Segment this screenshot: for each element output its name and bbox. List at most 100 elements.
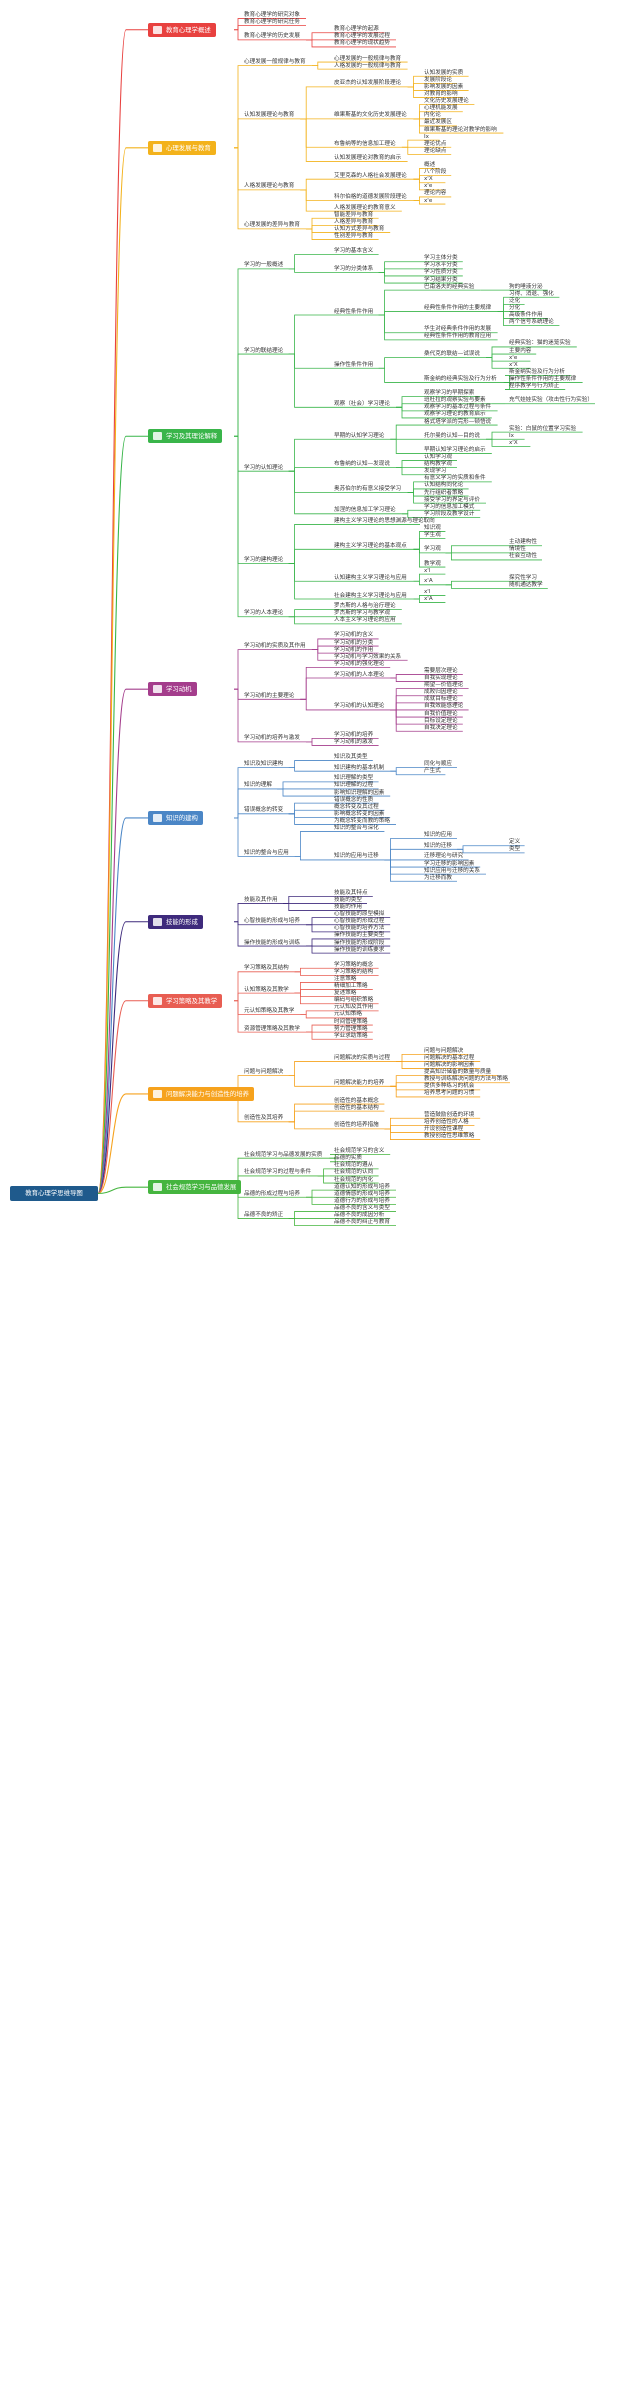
- mindmap-node-level-3[interactable]: 知识建构的基本机制: [334, 764, 385, 771]
- mindmap-node-level-4[interactable]: 教学观: [424, 560, 441, 567]
- mindmap-node-level-3[interactable]: 学习动机的人本理论: [334, 671, 385, 678]
- mindmap-node-level-4[interactable]: 八个阶段: [424, 169, 447, 176]
- mindmap-node-level-4[interactable]: 学习性质分类: [424, 269, 458, 276]
- mindmap-node-level-3[interactable]: 经典性条件作用: [334, 308, 374, 315]
- mindmap-node-level-2[interactable]: 教育心理学的历史发展: [244, 33, 300, 40]
- mindmap-node-level-3[interactable]: 道德行为的形成与培养: [334, 1197, 390, 1204]
- mindmap-node-level-3[interactable]: 影响知识理解的因素: [334, 789, 385, 796]
- mindmap-node-level-3[interactable]: 学习的分类体系: [334, 265, 374, 272]
- mindmap-node-level-3[interactable]: 影响概念转变的因素: [334, 810, 385, 817]
- mindmap-node-level-4[interactable]: 维果斯基的理论对教学的影响: [424, 126, 497, 133]
- mindmap-node-level-2[interactable]: 品德不良的矫正: [244, 1212, 284, 1219]
- mindmap-node-level-4[interactable]: x'A: [424, 578, 433, 585]
- mindmap-node-level-5[interactable]: 分化: [509, 304, 521, 311]
- mindmap-node-level-3[interactable]: 社会规范的内化: [334, 1176, 374, 1183]
- mindmap-node-level-4[interactable]: 学习主体分类: [424, 255, 458, 262]
- mindmap-node-level-3[interactable]: 布鲁纳的认知—发现说: [334, 461, 390, 468]
- mindmap-node-level-5[interactable]: 高级条件作用: [509, 312, 543, 319]
- mindmap-node-level-3[interactable]: 学习的基本含义: [334, 248, 374, 255]
- mindmap-node-level-2[interactable]: 学习的认知理论: [244, 464, 284, 471]
- mindmap-node-level-4[interactable]: 知识的应用: [424, 832, 452, 839]
- mindmap-node-level-4[interactable]: 对教育的影响: [424, 91, 458, 98]
- mindmap-node-level-4[interactable]: 巴甫洛夫的经典实验: [424, 283, 475, 290]
- mindmap-node-level-4[interactable]: Ix: [424, 133, 429, 140]
- mindmap-node-level-3[interactable]: 观察（社会）学习理论: [334, 400, 390, 407]
- mindmap-node-level-4[interactable]: 提高知识储备的数量与质量: [424, 1069, 492, 1076]
- mindmap-node-level-5[interactable]: 充气娃娃实验（攻击性行为实验）: [509, 397, 593, 404]
- mindmap-node-level-4[interactable]: 观察学习的基本过程与条件: [424, 404, 492, 411]
- mindmap-node-level-3[interactable]: 学习动机的作用: [334, 646, 374, 653]
- mindmap-node-level-4[interactable]: 营造鼓励创造的环境: [424, 1111, 475, 1118]
- mindmap-node-level-3[interactable]: 奥苏伯尔的有意义接受学习: [334, 486, 402, 492]
- mindmap-node-level-5[interactable]: 斯金纳实验及行为分析: [509, 368, 565, 375]
- mindmap-node-level-3[interactable]: 认知建构主义学习理论与应用: [334, 574, 407, 581]
- mindmap-node-level-4[interactable]: 提供多种练习的机会: [424, 1083, 475, 1090]
- mindmap-node-level-4[interactable]: x'X: [424, 176, 433, 183]
- mindmap-node-level-4[interactable]: x'e: [424, 183, 433, 190]
- mindmap-node-level-4[interactable]: 心理机能发展: [424, 105, 458, 112]
- mindmap-node-level-4[interactable]: x'l: [424, 567, 431, 574]
- mindmap-node-level-2[interactable]: 学习动机的培养与激发: [244, 735, 300, 742]
- mindmap-node-level-3[interactable]: 认知发展理论对教育的启示: [334, 154, 402, 161]
- mindmap-node-level-4[interactable]: 知识的迁移: [424, 842, 452, 849]
- mindmap-node-level-2[interactable]: 学习的人本理论: [244, 610, 284, 617]
- mindmap-node-level-2[interactable]: 心智技能的形成与培养: [244, 918, 300, 925]
- mindmap-node-level-3[interactable]: 罗杰斯的学习与教学观: [334, 610, 390, 617]
- mindmap-node-level-5[interactable]: x'X: [509, 439, 518, 446]
- mindmap-node-level-3[interactable]: 元认知策略: [334, 1011, 362, 1018]
- mindmap-node-level-4[interactable]: 理论优点: [424, 140, 447, 147]
- mindmap-node-level-4[interactable]: 成败归因理论: [424, 689, 458, 696]
- mindmap-node-level-4[interactable]: 格式塔学派的完形—顿悟说: [424, 418, 492, 425]
- mindmap-node-level-5[interactable]: 随机通达教学: [509, 581, 543, 588]
- mindmap-node-level-4[interactable]: 目标设定理论: [424, 717, 458, 724]
- mindmap-node-level-2[interactable]: 知识及知识建构: [244, 761, 284, 768]
- mindmap-node-level-3[interactable]: 技能的类型: [334, 896, 362, 903]
- mindmap-node-level-3[interactable]: 人格发展的一般规律与教育: [334, 62, 402, 69]
- mindmap-node-level-3[interactable]: 加涅的信息加工学习理论: [334, 507, 396, 514]
- mindmap-node-level-4[interactable]: 发现学习: [424, 468, 447, 475]
- mindmap-node-level-3[interactable]: 品德的实质: [334, 1155, 362, 1162]
- branch-node[interactable]: 学习及其理论解释: [148, 429, 223, 444]
- mindmap-node-level-3[interactable]: 教育心理学的起源: [334, 26, 379, 33]
- mindmap-node-level-2[interactable]: 知识的整合与应用: [244, 849, 289, 856]
- mindmap-node-level-4[interactable]: 自我实现理论: [424, 675, 458, 682]
- branch-node[interactable]: 学习动机: [148, 682, 197, 697]
- mindmap-node-level-4[interactable]: 概述: [424, 162, 436, 169]
- mindmap-node-level-3[interactable]: 技能的作用: [334, 904, 362, 911]
- mindmap-node-level-4[interactable]: 自我价值理论: [424, 710, 458, 717]
- mindmap-node-level-3[interactable]: 学业求助策略: [334, 1032, 368, 1039]
- mindmap-node-level-2[interactable]: 元认知策略及其教学: [244, 1007, 295, 1014]
- mindmap-node-level-3[interactable]: 学习策略的概念: [334, 961, 374, 968]
- mindmap-node-level-2[interactable]: 学习的建构理论: [244, 557, 284, 563]
- mindmap-node-level-3[interactable]: 早期的认知学习理论: [334, 432, 385, 439]
- mindmap-node-level-3[interactable]: 心智技能的原型模拟: [334, 911, 385, 918]
- mindmap-node-level-3[interactable]: 道德情感的形成与培养: [334, 1190, 390, 1197]
- mindmap-node-level-2[interactable]: 操作技能的形成与训练: [244, 939, 300, 946]
- mindmap-node-level-2[interactable]: 品德的形成过程与培养: [244, 1190, 300, 1197]
- mindmap-node-level-3[interactable]: 知识理解的过程: [334, 782, 374, 789]
- mindmap-node-level-4[interactable]: 接受学习的界定与评价: [424, 496, 480, 503]
- mindmap-node-level-5[interactable]: x'X: [509, 361, 518, 368]
- mindmap-node-level-3[interactable]: 品德不良的成因分析: [334, 1212, 385, 1219]
- mindmap-node-level-2[interactable]: 学习动机的实质及其作用: [244, 643, 306, 650]
- mindmap-node-level-4[interactable]: 成就目标理论: [424, 696, 458, 703]
- mindmap-node-level-3[interactable]: 品德不良的纠正与教育: [334, 1219, 390, 1226]
- mindmap-node-level-4[interactable]: 结构教学观: [424, 461, 452, 468]
- mindmap-node-level-3[interactable]: 操作技能的主要类型: [334, 932, 385, 939]
- mindmap-node-level-5[interactable]: 定义: [509, 839, 521, 846]
- mindmap-node-level-3[interactable]: 学习动机的强化理论: [334, 660, 385, 667]
- mindmap-node-level-3[interactable]: 心理发展的一般规律与教育: [334, 55, 402, 62]
- mindmap-node-level-3[interactable]: 精细加工策略: [334, 983, 368, 990]
- mindmap-node-level-4[interactable]: 桑代克的联结—试误说: [424, 351, 480, 358]
- mindmap-node-level-4[interactable]: x'e: [424, 197, 433, 204]
- mindmap-node-level-2[interactable]: 人格发展理论与教育: [244, 183, 295, 190]
- mindmap-node-level-4[interactable]: 文化历史发展理论: [424, 98, 469, 105]
- mindmap-node-level-4[interactable]: 认知结构同化论: [424, 482, 464, 489]
- mindmap-node-level-3[interactable]: 学习动机的分类: [334, 639, 374, 646]
- mindmap-node-level-3[interactable]: 性别差异与教育: [334, 233, 374, 240]
- mindmap-node-level-4[interactable]: 班杜拉的观察实验与要素: [424, 397, 486, 404]
- mindmap-node-level-3[interactable]: 教育心理学的发展过程: [334, 33, 390, 40]
- mindmap-node-level-2[interactable]: 学习动机的主要理论: [244, 692, 295, 699]
- mindmap-node-level-3[interactable]: 道德认知的形成与培养: [334, 1183, 390, 1190]
- mindmap-node-level-4[interactable]: 观察学习理论的教育启示: [424, 411, 486, 418]
